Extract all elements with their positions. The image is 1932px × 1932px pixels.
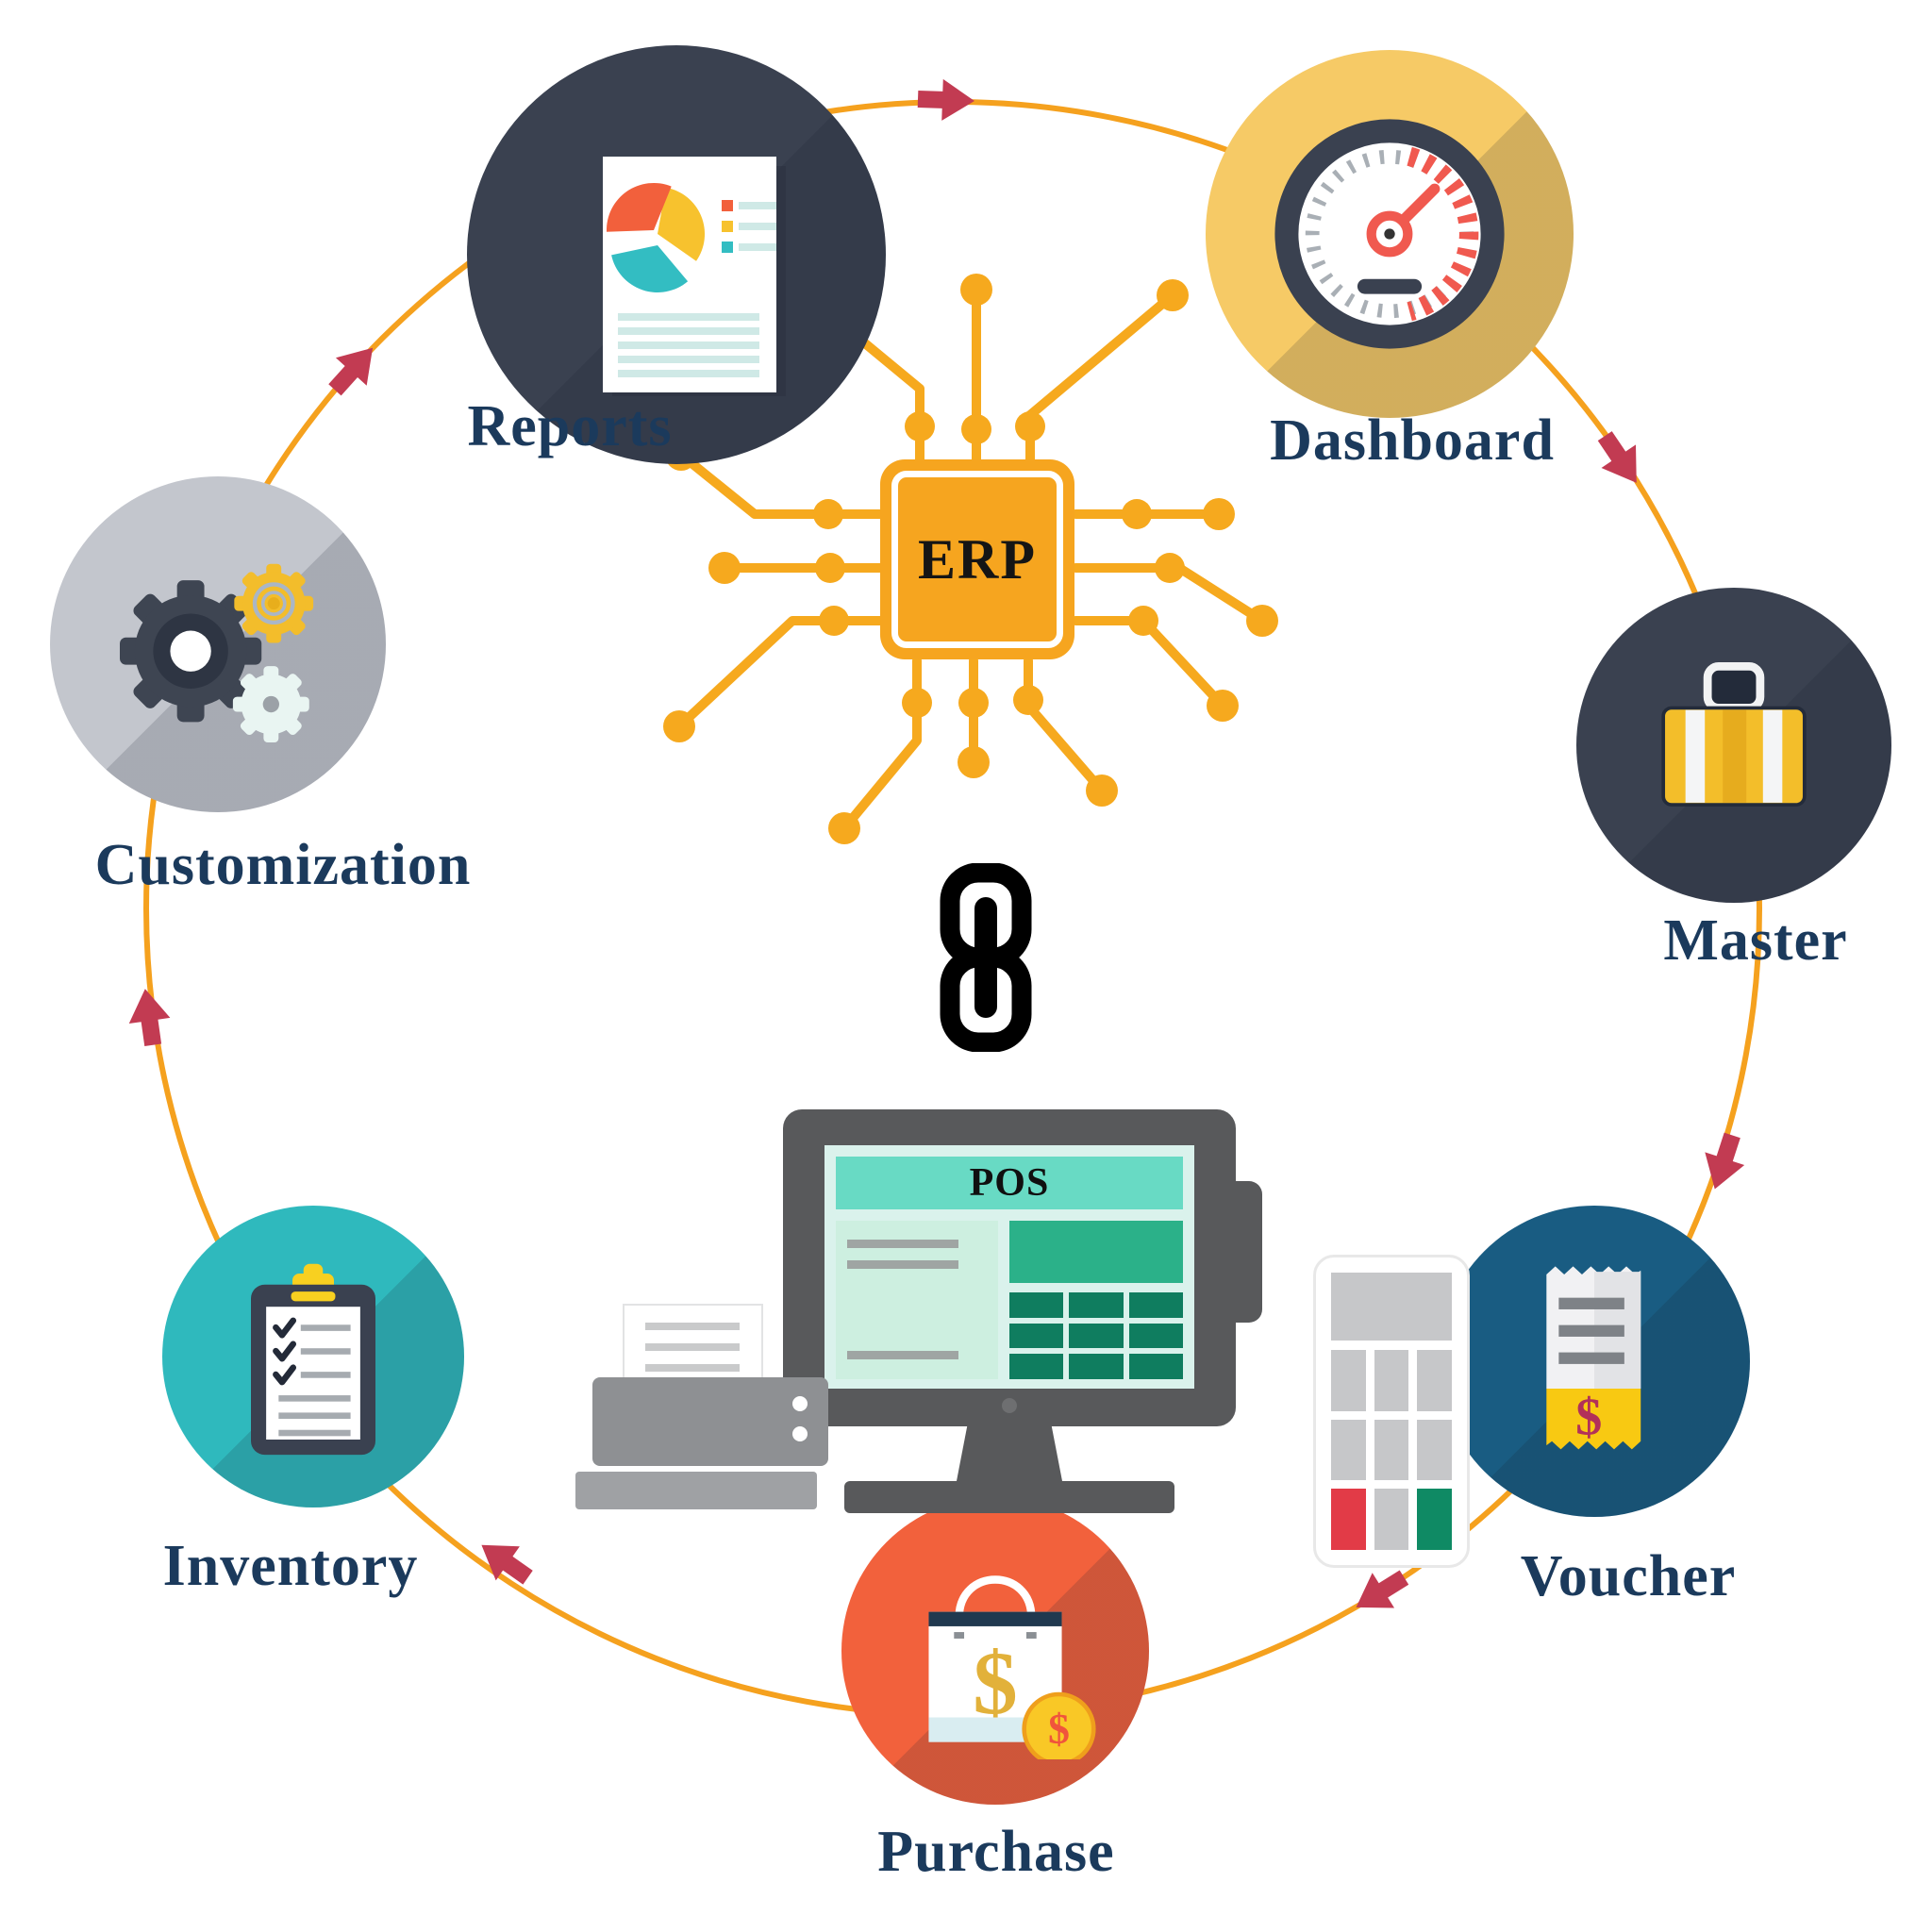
module-node-voucher: $ bbox=[1439, 1206, 1750, 1517]
printer-led bbox=[792, 1396, 808, 1411]
module-label-purchase: Purchase bbox=[877, 1820, 1115, 1884]
terminal-key bbox=[1374, 1350, 1409, 1411]
pos-item-list-panel bbox=[836, 1221, 998, 1379]
module-node-dashboard bbox=[1206, 50, 1574, 418]
terminal-key bbox=[1374, 1489, 1409, 1550]
briefcase-icon bbox=[1661, 662, 1807, 807]
pos-keypad bbox=[1009, 1292, 1183, 1379]
module-node-reports bbox=[467, 45, 886, 464]
card-terminal-display bbox=[1331, 1273, 1452, 1341]
terminal-key bbox=[1331, 1419, 1366, 1481]
module-label-voucher: Voucher bbox=[1520, 1544, 1737, 1608]
pos-key bbox=[1009, 1354, 1064, 1379]
printer-led bbox=[792, 1426, 808, 1441]
pos-list-line bbox=[847, 1351, 958, 1359]
module-node-inventory bbox=[162, 1206, 464, 1507]
flow-arrow-voucher-purchase bbox=[1356, 1570, 1409, 1608]
terminal-key bbox=[1417, 1350, 1452, 1411]
erp-chip-core: ERP bbox=[891, 471, 1063, 648]
printer-icon bbox=[592, 1377, 828, 1466]
monitor-button-dot bbox=[1002, 1398, 1017, 1413]
pos-screen-label: POS bbox=[969, 1161, 1050, 1205]
svg-text:$: $ bbox=[973, 1633, 1018, 1733]
chain-link-icon bbox=[940, 863, 1032, 1052]
yellow-gear bbox=[234, 563, 314, 643]
erp-chip: ERP bbox=[880, 459, 1074, 659]
flow-arrows bbox=[128, 78, 1745, 1608]
pos-key bbox=[1069, 1292, 1124, 1318]
printer-paper-line bbox=[645, 1364, 740, 1372]
pos-screen-header: POS bbox=[836, 1157, 1183, 1209]
module-label-reports: Reports bbox=[467, 394, 673, 458]
pos-key bbox=[1128, 1354, 1183, 1379]
clipboard-checklist-icon bbox=[251, 1263, 375, 1456]
module-label-dashboard: Dashboard bbox=[1270, 408, 1555, 473]
pos-card-slot bbox=[1224, 1181, 1262, 1323]
card-terminal-keys bbox=[1331, 1350, 1452, 1550]
card-terminal-icon bbox=[1313, 1255, 1470, 1568]
module-label-customization: Customization bbox=[94, 833, 472, 897]
monitor-stand-neck bbox=[957, 1426, 1062, 1481]
pos-key bbox=[1069, 1323, 1124, 1349]
flow-arrow-purchase-inventory bbox=[481, 1544, 533, 1585]
monitor-stand-base bbox=[844, 1481, 1174, 1513]
module-label-master: Master bbox=[1663, 908, 1848, 973]
circuit-nodes bbox=[663, 269, 1278, 844]
flow-arrow-customization-reports bbox=[328, 347, 374, 396]
pos-key bbox=[1128, 1292, 1183, 1318]
terminal-key bbox=[1417, 1419, 1452, 1481]
terminal-key bbox=[1331, 1350, 1366, 1411]
pos-total-block bbox=[1009, 1221, 1183, 1283]
erp-chip-label: ERP bbox=[918, 527, 1037, 591]
printer-paper-line bbox=[645, 1323, 740, 1330]
terminal-cancel-key bbox=[1331, 1489, 1366, 1550]
pale-gear bbox=[232, 666, 309, 742]
flow-arrow-master-voucher bbox=[1705, 1132, 1745, 1190]
pos-key bbox=[1009, 1323, 1064, 1349]
gauge-icon bbox=[1274, 119, 1505, 349]
pos-list-line bbox=[847, 1260, 958, 1269]
module-node-purchase: $ $ bbox=[841, 1497, 1149, 1805]
pos-key bbox=[1069, 1354, 1124, 1379]
pos-key bbox=[1128, 1323, 1183, 1349]
shopping-bag-icon: $ $ bbox=[928, 1575, 1096, 1759]
gears-icon bbox=[119, 563, 314, 742]
large-gear bbox=[119, 580, 262, 723]
printer-base bbox=[575, 1472, 817, 1509]
pos-key bbox=[1009, 1292, 1064, 1318]
flow-arrow-dashboard-master bbox=[1597, 431, 1637, 483]
terminal-ok-key bbox=[1417, 1489, 1452, 1550]
report-document-icon bbox=[603, 157, 786, 396]
module-node-customization bbox=[50, 476, 386, 812]
receipt-icon: $ bbox=[1546, 1266, 1641, 1450]
printer-paper-line bbox=[645, 1343, 740, 1351]
svg-text:$: $ bbox=[1575, 1388, 1602, 1446]
terminal-key bbox=[1374, 1419, 1409, 1481]
flow-arrow-inventory-customization bbox=[128, 989, 171, 1046]
flow-arrow-reports-dashboard bbox=[917, 78, 974, 121]
module-node-master bbox=[1576, 588, 1891, 903]
pos-list-line bbox=[847, 1240, 958, 1248]
module-label-inventory: Inventory bbox=[162, 1534, 419, 1598]
svg-text:$: $ bbox=[1048, 1705, 1070, 1753]
